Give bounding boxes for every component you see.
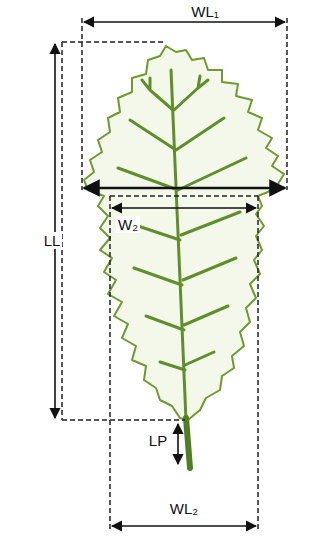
petiole xyxy=(186,418,190,468)
width-label: WL₂ xyxy=(168,500,200,517)
width-label: WL₁ xyxy=(189,3,221,20)
dimension-arrow xyxy=(55,22,285,526)
bounding-box xyxy=(62,18,287,532)
width-label: W₂ xyxy=(116,216,140,233)
leaf-veins xyxy=(118,70,246,420)
length-label: LL xyxy=(42,232,63,249)
leaf-blade xyxy=(84,46,284,420)
petiole-label: LP xyxy=(147,432,169,449)
